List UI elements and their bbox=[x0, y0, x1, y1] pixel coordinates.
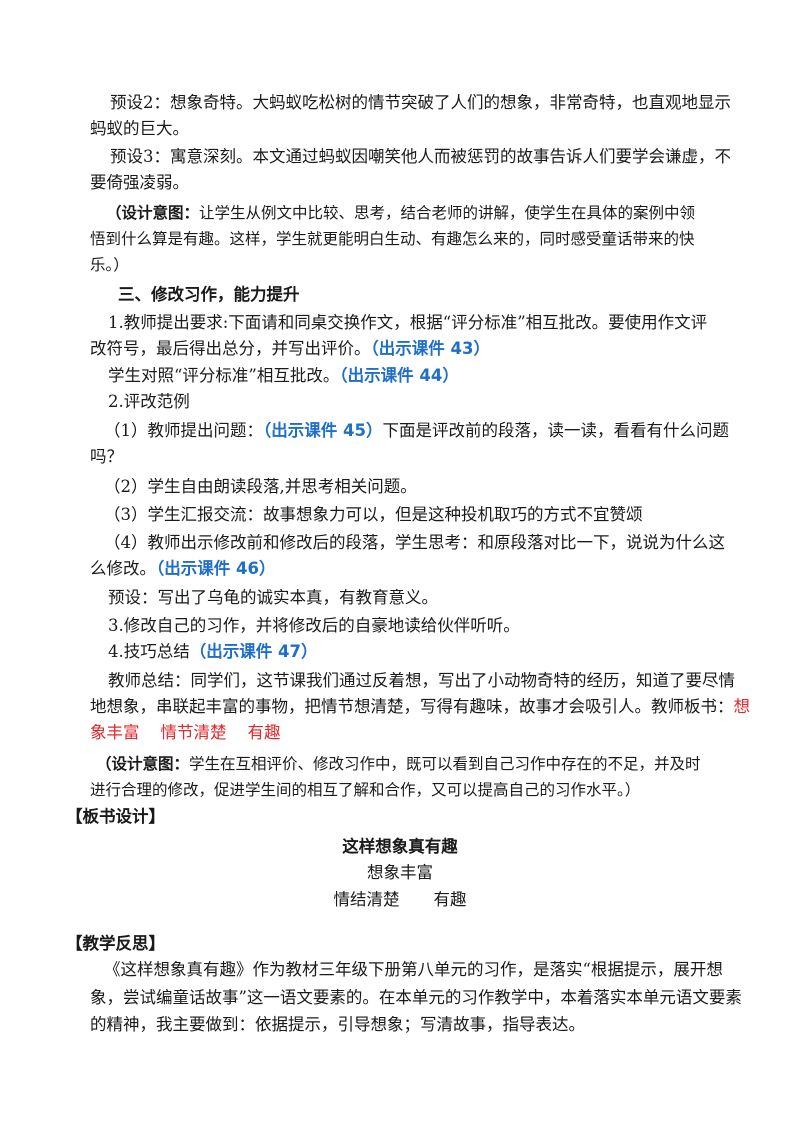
reflection-line-1: 《这样想象真有趣》作为教材三年级下册第八单元的习作，是落实“根据提示，展开想 bbox=[104, 960, 723, 979]
preset-2-line-2: 蚂蚁的巨大。 bbox=[90, 119, 189, 138]
preset-2-line-1: 预设2：想象奇特。大蚂蚁吃松树的情节突破了人们的想象，非常奇特，也直观地显示 bbox=[110, 93, 731, 112]
step-2a-post: 下面是评改前的段落，读一读，看看有什么问题 bbox=[382, 421, 729, 440]
reflection-line-3: 的精神，我主要做到：依据提示，引导想象；写清故事，指导表达。 bbox=[90, 1015, 585, 1034]
summary-line-2: 地想象，串联起丰富的事物，把情节想清楚，写得有趣味，故事才会吸引人。教师板书：想 bbox=[90, 696, 750, 718]
design-intent-2-line-1: （设计意图：学生在互相评价、修改习作中，既可以看到自己习作中存在的不足，并及时 bbox=[96, 753, 701, 775]
summary-text: 地想象，串联起丰富的事物，把情节想清楚，写得有趣味，故事才会吸引人。教师板书： bbox=[90, 697, 734, 716]
courseware-ref-43[interactable]: （出示课件 43） bbox=[370, 339, 490, 358]
step-2d-line-2: 么修改。（出示课件 46） bbox=[90, 558, 275, 580]
board-row-2: 情结清楚 有趣 bbox=[0, 889, 800, 911]
section-heading-3: 三、修改习作，能力提升 bbox=[118, 285, 300, 304]
step-1-line-2: 改符号，最后得出总分，并写出评价。（出示课件 43） bbox=[90, 338, 490, 360]
preset-3-line-1: 预设3：寓意深刻。本文通过蚂蚁因嘲笑他人而被惩罚的故事告诉人们要学会谦虚，不 bbox=[110, 147, 731, 166]
design-intent-2-text: 学生在互相评价、修改习作中，既可以看到自己习作中存在的不足，并及时 bbox=[189, 755, 701, 773]
design-intent-1-line-2: 悟到什么算是有趣。这样，学生就更能明白生动、有趣怎么来的，同时感受童话带来的快 bbox=[90, 230, 695, 248]
board-row-2-left: 情结清楚 bbox=[333, 890, 400, 909]
courseware-ref-45[interactable]: （出示课件 45） bbox=[263, 421, 383, 440]
step-4-line: 4.技巧总结（出示课件 47） bbox=[108, 641, 317, 663]
design-intent-label: （设计意图： bbox=[106, 203, 200, 222]
board-highlight-line: 象丰富 情节清楚 有趣 bbox=[90, 723, 281, 742]
design-intent-2-label: （设计意图： bbox=[96, 754, 190, 773]
step-1-line-1: 1.教师提出要求:下面请和同桌交换作文，根据“评分标准”相互批改。要使用作文评 bbox=[108, 313, 708, 332]
summary-line-1: 教师总结：同学们，这节课我们通过反着想，写出了小动物奇特的经历，知道了要尽情 bbox=[108, 671, 735, 690]
preset-3-line-2: 要倚强凌弱。 bbox=[90, 173, 189, 192]
design-intent-1-line-3: 乐。） bbox=[90, 256, 129, 274]
step-2a-line-2: 吗？ bbox=[90, 447, 123, 466]
board-design-heading: 【板书设计】 bbox=[66, 807, 165, 826]
board-highlight-start: 想 bbox=[733, 697, 751, 716]
design-intent-text: 让学生从例文中比较、思考，结合老师的讲解，使学生在具体的案例中领 bbox=[199, 204, 696, 222]
step-2a-line-1: （1）教师提出问题：（出示课件 45）下面是评改前的段落，读一读，看看有什么问题 bbox=[104, 420, 729, 442]
step-2a-pre: （1）教师提出问题： bbox=[104, 421, 263, 440]
courseware-ref-47[interactable]: （出示课件 47） bbox=[189, 642, 318, 661]
step-1b-line: 学生对照“评分标准”相互批改。（出示课件 44） bbox=[108, 365, 459, 387]
step-2c-line: （3）学生汇报交流：故事想象力可以，但是这种投机取巧的方式不宜赞颂 bbox=[104, 505, 643, 524]
courseware-ref-44[interactable]: （出示课件 44） bbox=[339, 366, 459, 385]
reflection-heading: 【教学反思】 bbox=[66, 934, 165, 953]
step-1b-text: 学生对照“评分标准”相互批改。 bbox=[108, 366, 340, 385]
step-2-title: 2.评改范例 bbox=[108, 392, 190, 411]
step-2d-text: 么修改。 bbox=[90, 559, 156, 578]
reflection-line-2: 象，尝试编童话故事”这一语文要素的。在本单元的习作教学中，本着落实本单元语文要素 bbox=[90, 988, 742, 1007]
courseware-ref-46[interactable]: （出示课件 46） bbox=[156, 559, 276, 578]
board-row-2-right: 有趣 bbox=[433, 890, 467, 909]
design-intent-2-line-2: 进行合理的修改，促进学生间的相互了解和合作，又可以提高自己的习作水平。） bbox=[90, 781, 641, 799]
step-2d-line-1: （4）教师出示修改前和修改后的段落，学生思考：和原段落对比一下，说说为什么这 bbox=[104, 533, 725, 552]
step-4-text: 4.技巧总结 bbox=[108, 642, 190, 661]
step-2e-line: 预设：写出了乌龟的诚实本真，有教育意义。 bbox=[108, 588, 438, 607]
step-2b-line: （2）学生自由朗读段落,并思考相关问题。 bbox=[104, 477, 417, 496]
design-intent-1-line-1: （设计意图：让学生从例文中比较、思考，结合老师的讲解，使学生在具体的案例中领 bbox=[106, 202, 695, 224]
step-1-text: 改符号，最后得出总分，并写出评价。 bbox=[90, 339, 371, 358]
board-row-1: 想象丰富 bbox=[367, 863, 433, 882]
step-3-line: 3.修改自己的习作，并将修改后的自豪地读给伙伴听听。 bbox=[108, 616, 520, 635]
board-title: 这样想象真有趣 bbox=[342, 837, 458, 856]
